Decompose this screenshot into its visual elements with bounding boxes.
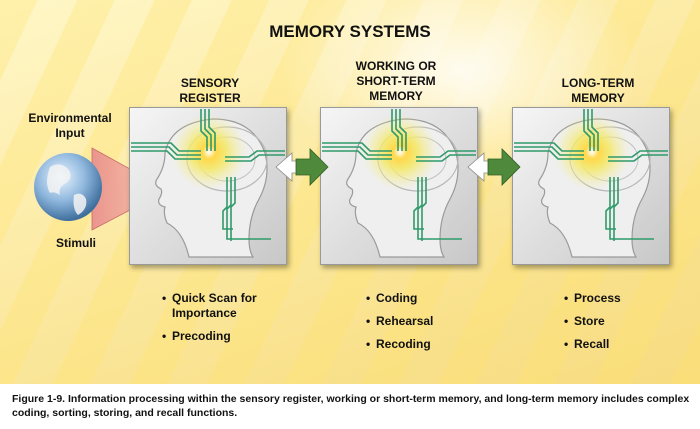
- list-item: •Quick Scan for Importance: [162, 291, 257, 320]
- double-arrow-icon: [275, 148, 329, 186]
- long-term-memory-panel: [512, 107, 670, 265]
- list-item: •Store: [564, 314, 605, 328]
- list-item: •Recoding: [366, 337, 431, 351]
- stimuli-label: Stimuli: [55, 236, 96, 250]
- circuit-icon: [131, 109, 285, 241]
- list-item: •Precoding: [162, 329, 231, 343]
- list-item: •Recall: [564, 337, 610, 351]
- stage-label-short-term: WORKING OR SHORT-TERM MEMORY: [355, 59, 437, 103]
- sensory-bullet-list: •Quick Scan for Importance •Precoding: [162, 291, 302, 352]
- head-profile-icon: [131, 109, 285, 258]
- short-term-bullet-list: •Coding •Rehearsal •Recoding: [366, 291, 486, 360]
- list-item: •Rehearsal: [366, 314, 434, 328]
- figure-caption: Figure 1-9. Information processing withi…: [12, 393, 690, 419]
- circuit-icon: [514, 109, 668, 241]
- sensory-register-panel: [129, 107, 287, 265]
- stage-label-sensory: SENSORY REGISTER: [179, 76, 241, 105]
- memory-systems-figure: MEMORY SYSTEMS Environmental Input Stimu…: [0, 0, 700, 384]
- circuit-icon: [322, 109, 476, 241]
- short-term-memory-panel: [320, 107, 478, 265]
- head-profile-icon: [514, 109, 668, 258]
- figure-title: MEMORY SYSTEMS: [269, 22, 431, 41]
- environmental-input-label: Environmental Input: [28, 111, 112, 140]
- list-item: •Process: [564, 291, 621, 305]
- long-term-bullet-list: •Process •Store •Recall: [564, 291, 674, 360]
- list-item: •Coding: [366, 291, 418, 305]
- double-arrow-icon: [467, 148, 521, 186]
- stage-label-long-term: LONG-TERM MEMORY: [561, 76, 635, 105]
- head-profile-icon: [322, 109, 476, 258]
